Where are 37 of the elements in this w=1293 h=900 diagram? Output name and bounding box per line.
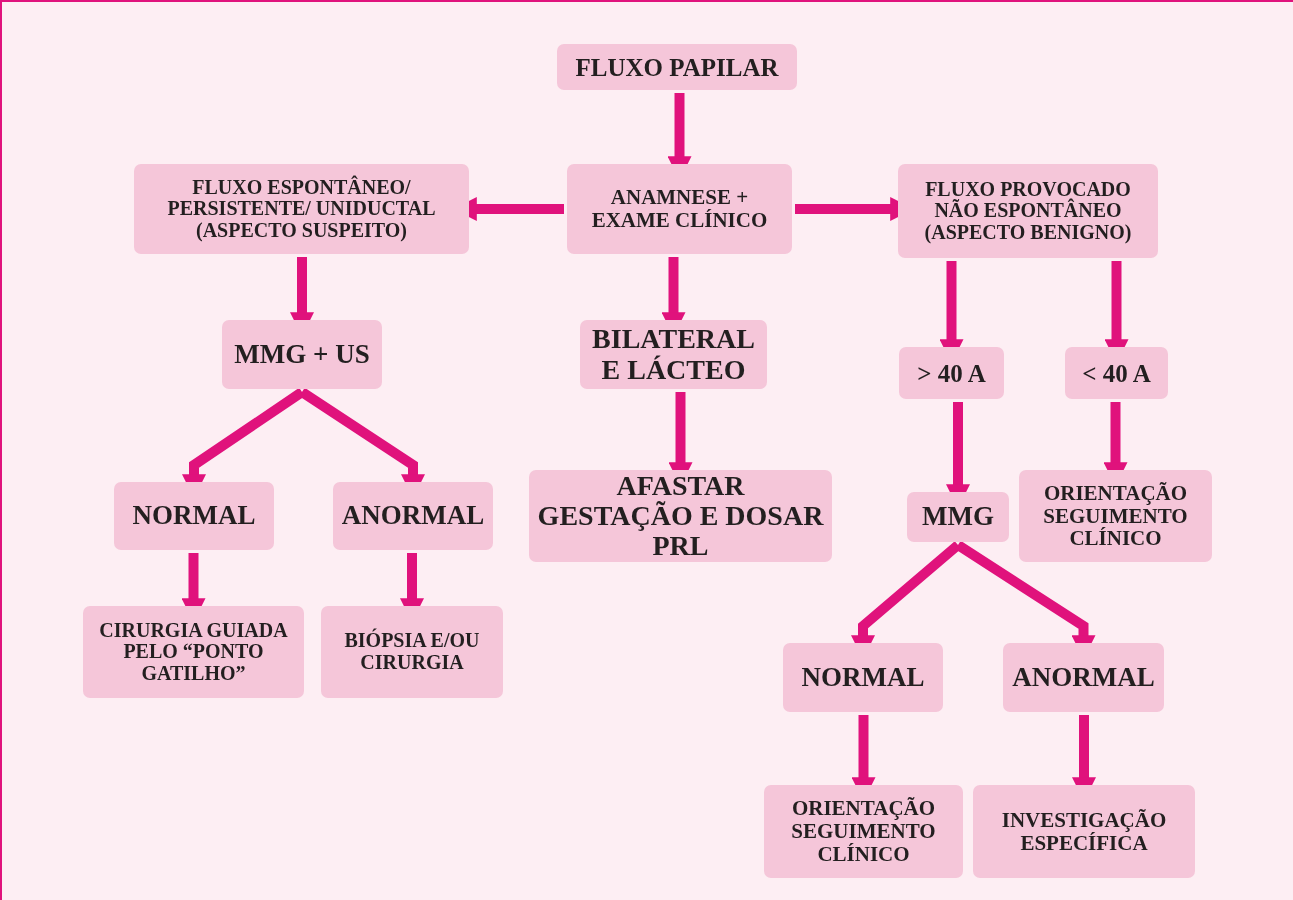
box-text: BILATERAL E LÁCTEO <box>591 324 756 385</box>
process-box <box>580 320 767 389</box>
process-box <box>1065 347 1168 399</box>
box-text: ORIENTAÇÃO SEGUIMENTO CLÍNICO <box>1042 482 1189 550</box>
box-text: NORMAL <box>132 501 256 531</box>
box-text: CIRURGIA GUIADA PELO “PONTO GATILHO” <box>98 619 289 685</box>
box-text: ANAMNESE + EXAME CLÍNICO <box>590 186 769 232</box>
process-box <box>333 482 493 550</box>
box-text: ANORMAL <box>341 501 485 531</box>
box-text: INVESTIGAÇÃO ESPECÍFICA <box>1000 808 1168 855</box>
process-box <box>114 482 274 550</box>
process-box <box>907 492 1009 542</box>
box-text: FLUXO ESPONTÂNEO/ PERSISTENTE/ UNIDUCTAL (ASPECTO SUSPEITO) <box>166 176 437 242</box>
box-text: MMG <box>922 502 994 532</box>
box-text: FLUXO PAPILAR <box>575 53 779 81</box>
box-text: MMG + US <box>234 339 370 370</box>
box-text: NORMAL <box>801 662 925 693</box>
process-box <box>899 347 1004 399</box>
box-text: > 40 A <box>917 359 986 387</box>
process-box <box>1003 643 1164 712</box>
process-box <box>764 785 963 878</box>
process-box <box>783 643 943 712</box>
process-box <box>83 606 304 698</box>
process-box <box>567 164 792 254</box>
box-text: AFASTAR GESTAÇÃO E DOSAR PRL <box>537 470 824 562</box>
process-box <box>973 785 1195 878</box>
box-text: < 40 A <box>1082 359 1151 387</box>
box-text: BIÓPSIA E/OU CIRURGIA <box>343 630 481 674</box>
process-box <box>557 44 797 90</box>
process-box <box>898 164 1158 258</box>
box-text: FLUXO PROVOCADO NÃO ESPONTÂNEO (ASPECTO BENIGNO) <box>923 178 1133 244</box>
process-box <box>321 606 503 698</box>
box-text: ANORMAL <box>1012 662 1155 693</box>
process-box <box>1019 470 1212 562</box>
process-box <box>134 164 469 254</box>
process-box <box>222 320 382 389</box>
box-text: ORIENTAÇÃO SEGUIMENTO CLÍNICO <box>790 797 937 866</box>
